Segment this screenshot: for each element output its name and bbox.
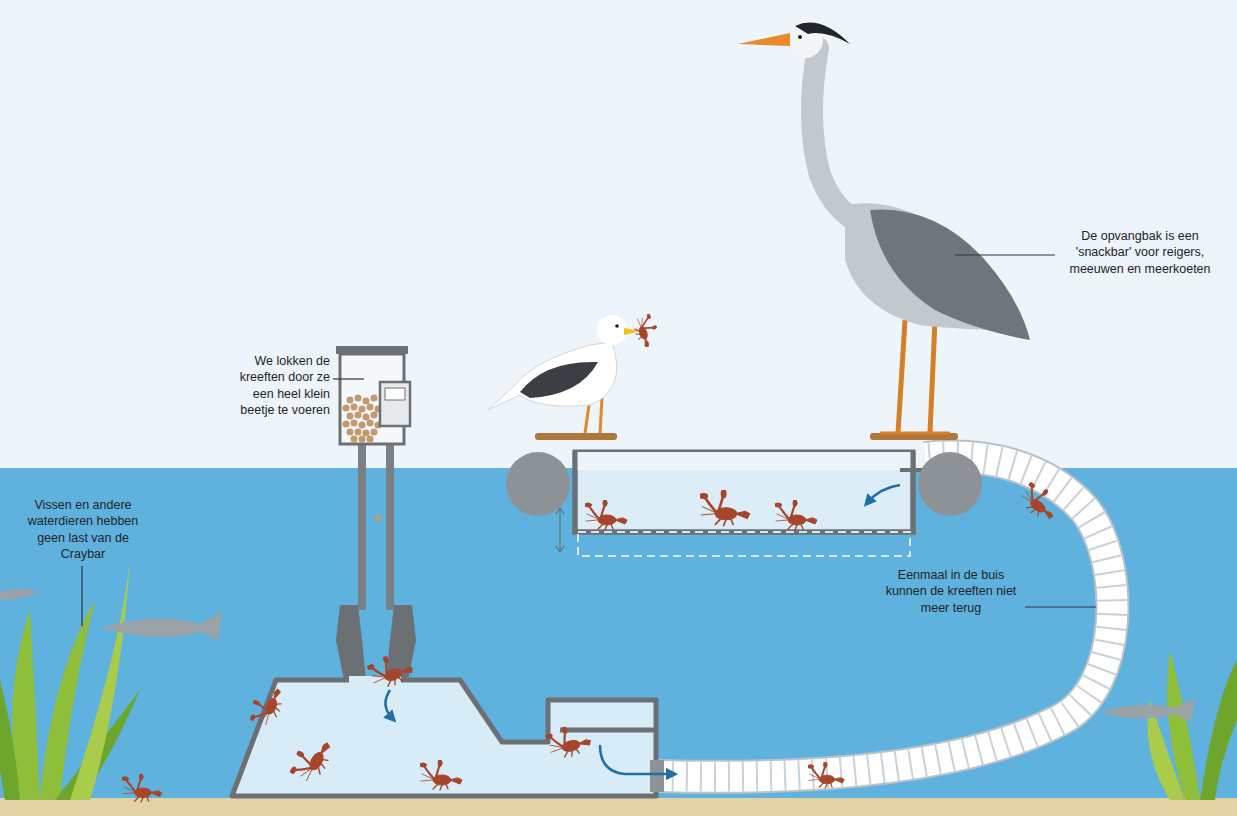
heron (738, 22, 1030, 433)
sky (0, 0, 1237, 470)
water-plants (0, 560, 1237, 800)
catch-box (506, 433, 982, 556)
callout-label: De opvangbak is een 'snackbar' voor reig… (1060, 228, 1220, 277)
leader-lines (82, 255, 1096, 626)
feeder (336, 346, 416, 680)
callout-label: Eenmaal in de buis kunnen de kreeften ni… (880, 567, 1022, 616)
trap-chamber (122, 649, 672, 802)
callout-label: We lokken de kreeften door ze een heel k… (224, 353, 330, 418)
callout-label: Vissen en andere waterdieren hebben geen… (22, 497, 144, 562)
bottom (0, 798, 1237, 816)
gull (488, 313, 662, 433)
